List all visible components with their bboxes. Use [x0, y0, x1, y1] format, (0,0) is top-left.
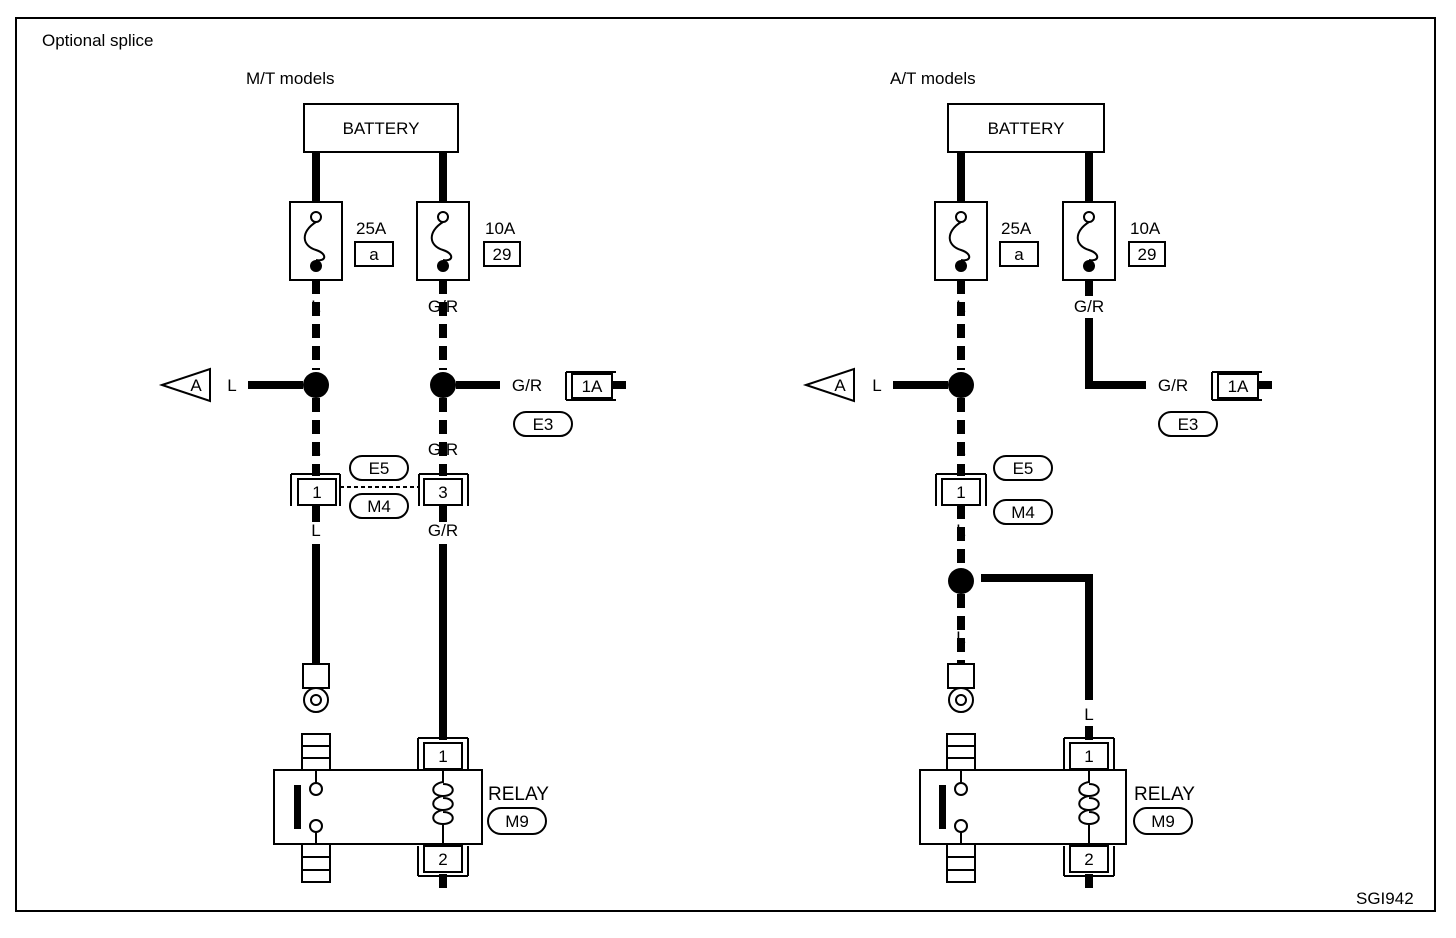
- mt-arrow-a-label: A: [190, 376, 202, 395]
- at-e3-label: E3: [1178, 415, 1199, 434]
- at-splice-l-lower: [948, 568, 974, 594]
- at-relay-left-stack-top: [946, 733, 976, 771]
- mt-e3-badge: [513, 411, 573, 437]
- mt-wire-gr-label-1: G/R: [428, 297, 458, 316]
- at-e5-label: E5: [1013, 459, 1034, 478]
- at-relay-left-stack-bottom: [946, 843, 976, 883]
- mt-pin3-box: [423, 478, 463, 506]
- at-wire-l-label-1: L: [956, 297, 965, 316]
- mt-relay-pin2-label: 2: [438, 850, 447, 869]
- at-relay-label: RELAY: [1134, 784, 1195, 805]
- mt-fuse2-rating: 10A: [485, 219, 516, 238]
- mt-relay-label: RELAY: [488, 784, 549, 805]
- mt-pin1-label: 1: [312, 483, 321, 502]
- at-m4-badge: [993, 499, 1053, 525]
- at-wire-l-label-4: L: [956, 628, 965, 647]
- mt-wire-gr-label-1a: G/R: [512, 376, 542, 395]
- mt-conn-1a-label: 1A: [582, 377, 603, 396]
- at-wire-l-label-relay: L: [1084, 705, 1093, 724]
- at-conn-1a-label: 1A: [1228, 377, 1249, 396]
- at-fuse2-id: 29: [1138, 245, 1157, 264]
- at-wire-l-label-3: L: [956, 521, 965, 540]
- at-battery: [947, 103, 1105, 153]
- mt-m9-label: M9: [505, 812, 529, 831]
- mt-relay-body: [273, 769, 483, 845]
- mt-wire-gr-label-3: G/R: [428, 521, 458, 540]
- at-models-section: A/T models BATTERY 25A a 10A 29 L G/R L …: [802, 69, 1272, 888]
- at-wire-gr-label-1a: G/R: [1158, 376, 1188, 395]
- mt-fuse2-id: 29: [493, 245, 512, 264]
- mt-wire-l-label-2: L: [311, 440, 320, 459]
- at-splice-l: [948, 372, 974, 398]
- mt-relay-coil: [432, 769, 454, 846]
- mt-battery: [303, 103, 459, 153]
- at-wire-gr-label-1: G/R: [1074, 297, 1104, 316]
- at-fuse2-rating: 10A: [1130, 219, 1161, 238]
- at-e3-badge: [1158, 411, 1218, 437]
- mt-title: M/T models: [246, 69, 335, 88]
- at-relay-pin1: [1069, 742, 1109, 770]
- mt-wire-gr-label-2: G/R: [428, 440, 458, 459]
- mt-splice-l: [303, 372, 329, 398]
- mt-battery-label: BATTERY: [343, 119, 420, 138]
- at-relay-pin2: [1069, 845, 1109, 873]
- at-battery-label: BATTERY: [988, 119, 1065, 138]
- at-arrow-a-label: A: [834, 376, 846, 395]
- at-wire-l-label-2: L: [956, 440, 965, 459]
- mt-fuse1-rating: 25A: [356, 219, 387, 238]
- mt-m4-badge: [349, 493, 409, 519]
- mt-m9-badge: [487, 807, 547, 835]
- at-fuse1-rating: 25A: [1001, 219, 1032, 238]
- mt-ground-terminal: [302, 663, 330, 689]
- at-e5-badge: [993, 455, 1053, 481]
- mt-relay-pin1: [423, 742, 463, 770]
- at-title: A/T models: [890, 69, 976, 88]
- at-relay-coil: [1078, 769, 1100, 846]
- at-relay-pin2-label: 2: [1084, 850, 1093, 869]
- mt-wire-l-label-a: L: [227, 376, 236, 395]
- mt-arrow-a: [158, 367, 211, 403]
- mt-relay-left-stack-bottom: [301, 843, 331, 883]
- at-relay-body: [919, 769, 1127, 845]
- at-relay-pin1-label: 1: [1084, 747, 1093, 766]
- mt-e5-label: E5: [369, 459, 390, 478]
- mt-pin3-label: 3: [438, 483, 447, 502]
- diagram-code: SGI942: [1356, 889, 1414, 908]
- mt-e3-label: E3: [533, 415, 554, 434]
- mt-m4-label: M4: [367, 497, 391, 516]
- mt-fuse1-id: a: [369, 245, 379, 264]
- at-m4-label: M4: [1011, 503, 1035, 522]
- at-m9-badge: [1133, 807, 1193, 835]
- mt-e5-badge: [349, 455, 409, 481]
- at-m9-label: M9: [1151, 812, 1175, 831]
- at-arrow-a: [802, 367, 855, 403]
- mt-models-section: M/T models BATTERY 25A a 10A 29 L G/R L: [158, 69, 626, 888]
- at-wire-gr-upper: [1085, 280, 1146, 389]
- mt-relay-pin1-label: 1: [438, 747, 447, 766]
- at-fuse1-id: a: [1014, 245, 1024, 264]
- mt-wire-l-label-1: L: [311, 297, 320, 316]
- at-pin1-label: 1: [956, 483, 965, 502]
- mt-relay-left-stack-top: [301, 733, 331, 771]
- mt-splice-gr: [430, 372, 456, 398]
- diagram-title: Optional splice: [42, 31, 154, 50]
- at-ground-terminal: [947, 663, 975, 689]
- mt-wire-l-label-3: L: [311, 521, 320, 540]
- at-pin1-box: [941, 478, 981, 506]
- at-wire-to-relay: [981, 574, 1093, 700]
- diagram-frame: [15, 17, 1436, 912]
- at-wire-l-label-a: L: [872, 376, 881, 395]
